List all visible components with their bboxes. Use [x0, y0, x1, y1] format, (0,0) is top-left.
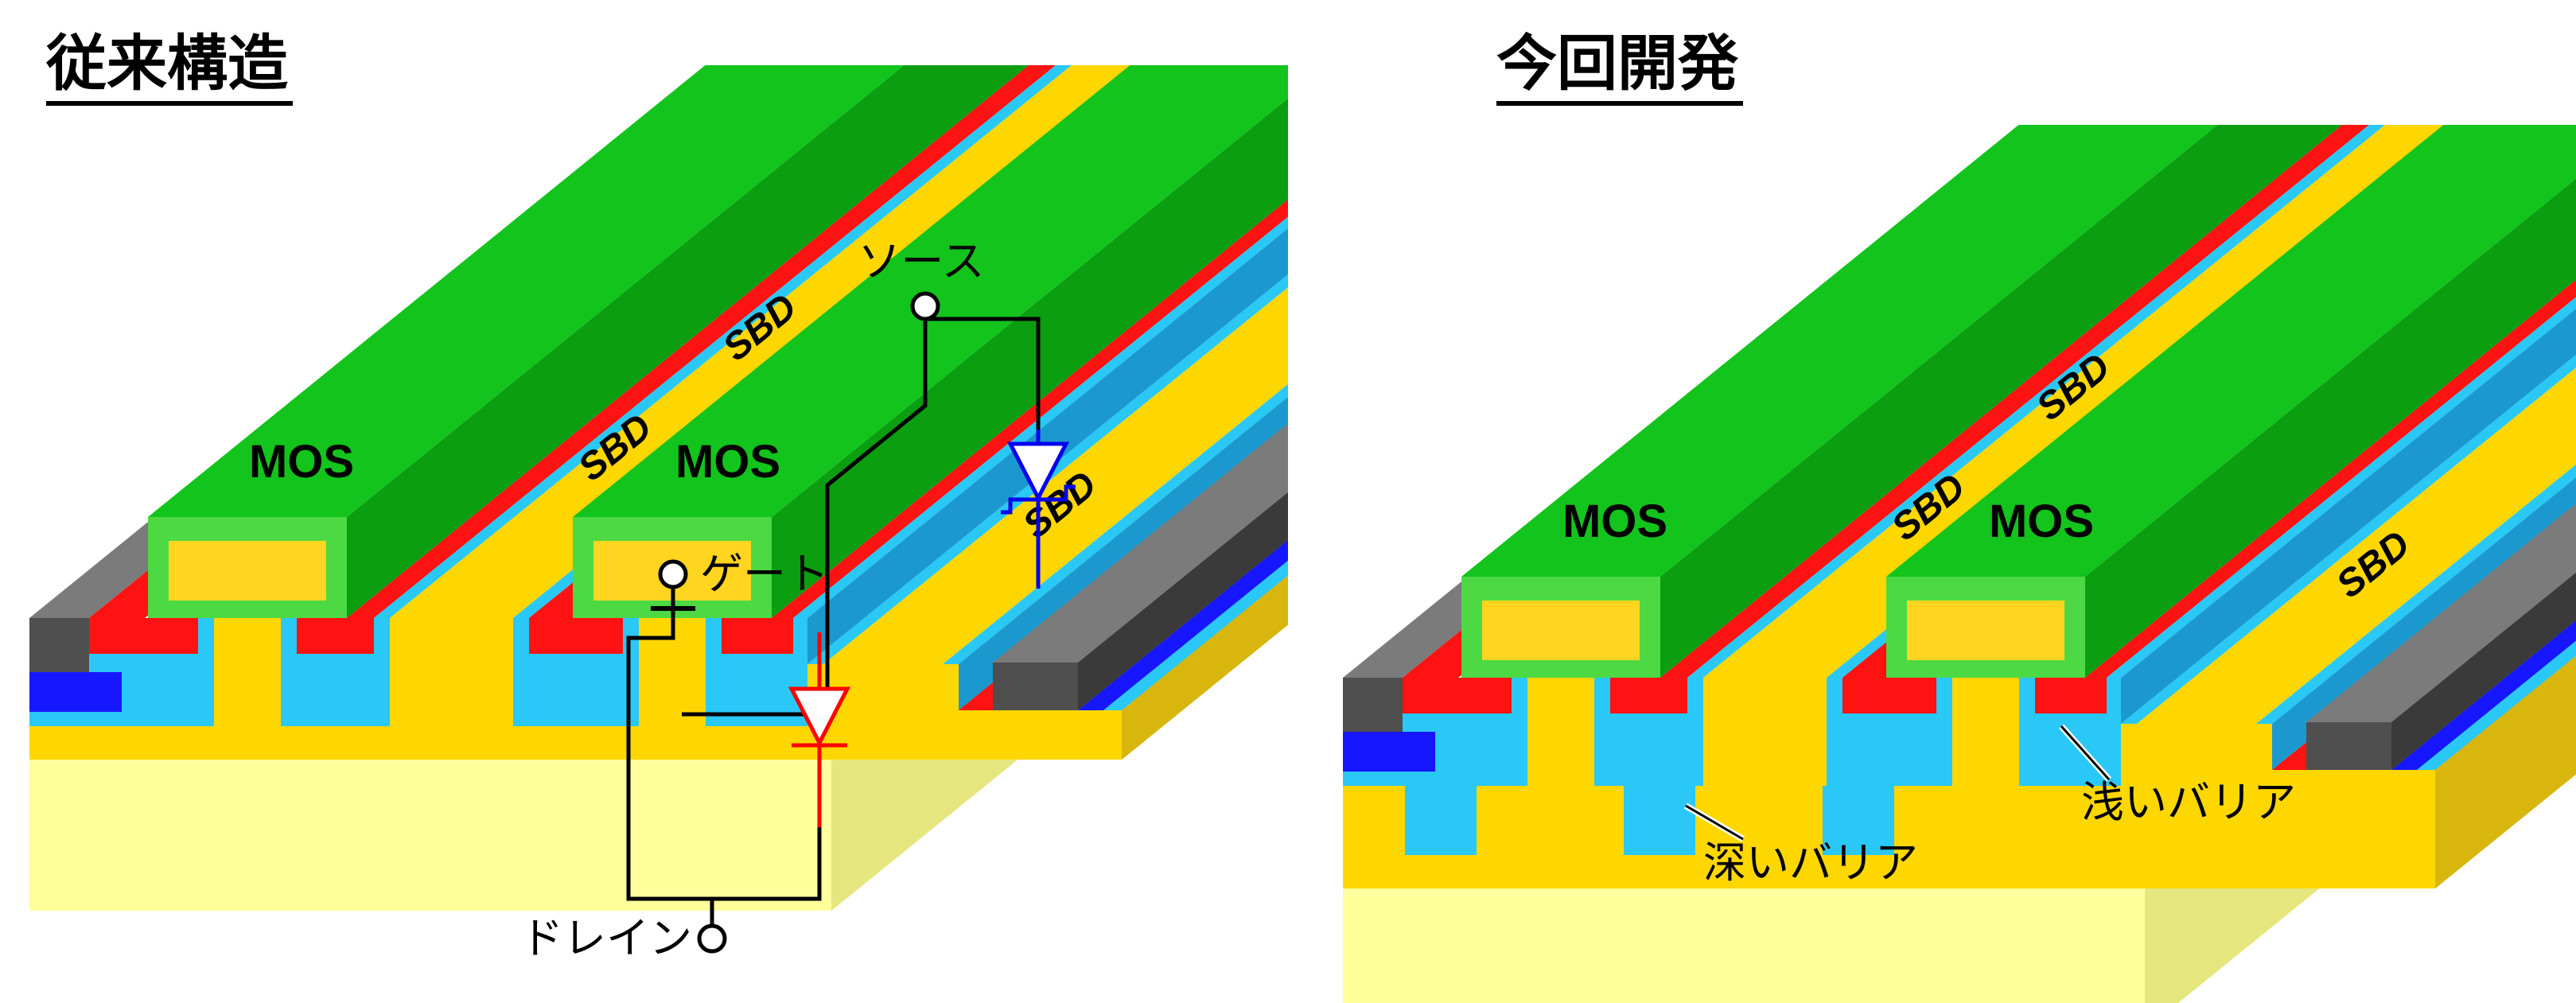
well-sliver-front	[1512, 678, 1527, 786]
mos-bar-top	[1886, 125, 2576, 577]
deep-barrier-front	[1823, 786, 1894, 855]
mos-bar-side	[1660, 125, 2342, 678]
well-sliver-front	[706, 618, 722, 726]
mos-label: MOS	[675, 436, 780, 488]
well-sliver-front	[1687, 678, 1703, 786]
gate-label: ゲート	[700, 550, 829, 598]
well-sliver-front	[1594, 678, 1610, 786]
mos-bar-top	[573, 65, 1288, 517]
mos-label: MOS	[1562, 496, 1667, 547]
well-sliver-front	[2107, 678, 2121, 786]
deep-barrier-front	[1624, 786, 1695, 855]
well-stripe	[2107, 297, 2576, 678]
gray-bar-front	[993, 663, 1078, 710]
gray-bar-side	[2391, 572, 2576, 770]
shield-front	[29, 672, 122, 712]
well-sliver-front	[623, 618, 639, 726]
shallow-barrier-label: 浅いバリア	[2081, 779, 2296, 826]
well-stripe	[374, 65, 1072, 618]
substrate-front	[29, 760, 831, 911]
drain-terminal	[697, 923, 727, 954]
source-label: ソース	[858, 238, 984, 286]
sbd-trench-front	[1703, 678, 1827, 798]
well-sliver-front	[513, 618, 529, 726]
schottky-diode-symbol	[1006, 441, 1070, 503]
gray-bar-top	[2306, 503, 2576, 722]
ledge-sbd-stripe	[823, 287, 1288, 664]
gate-drain-wire	[626, 611, 822, 901]
drift-front-under-ledge	[2121, 724, 2435, 888]
well-stripe	[793, 216, 1288, 618]
body-diode-symbol	[788, 686, 851, 748]
drain-label: ドレイン	[520, 915, 692, 962]
gate-pad	[169, 541, 326, 601]
mos-trench-front	[1952, 678, 2019, 791]
substrate-front	[1343, 888, 2145, 1003]
staircase-outer-face	[1122, 575, 1288, 760]
mos-trench-front	[214, 618, 281, 732]
well-sliver-front	[281, 618, 297, 726]
ledge-well-stripe	[943, 384, 1288, 664]
ledge-well-stripe	[2256, 464, 2576, 724]
mos-trench-front	[1527, 678, 1594, 791]
deep-barrier-pointer	[1685, 804, 1744, 841]
source-stripe	[347, 65, 1056, 618]
gray-bar-top	[993, 423, 1288, 663]
well-sliver-front	[2019, 678, 2035, 786]
mos-bar-side	[2085, 178, 2576, 678]
gate-runner-front	[1343, 678, 1403, 732]
well-stripe	[1687, 125, 2385, 678]
source-stripe	[1660, 125, 2369, 678]
staircase-riser	[2121, 309, 2576, 724]
deep-barrier-front	[1405, 786, 1477, 855]
mos-label: MOS	[249, 436, 354, 488]
well-sliver-front	[374, 618, 390, 726]
drift-front-under-ledge	[807, 664, 1122, 760]
left-panel-title: 従来構造	[45, 30, 288, 98]
gray-bar-front	[2306, 722, 2391, 770]
shallow-barrier-pointer	[2060, 725, 2111, 781]
ledge-well-stripe	[1103, 560, 1288, 710]
sbd-trench-front	[390, 618, 513, 738]
gate-pad	[1482, 601, 1640, 660]
gate-pad	[1907, 601, 2064, 660]
staircase-outer-face	[2435, 655, 2576, 888]
schottky-bar	[1001, 484, 1076, 515]
ledge-well-stripe	[2417, 640, 2576, 770]
well-sliver-front	[1936, 678, 1952, 786]
source-sbd-wire	[925, 317, 1041, 430]
shield-front	[1343, 732, 1435, 772]
ledge-sbd-stripe	[2137, 367, 2576, 724]
mos-bar-top	[1461, 125, 2218, 577]
mos-bar-top	[148, 65, 905, 517]
deep-barrier-label: 深いバリア	[1703, 839, 1918, 887]
mos-bar-side	[772, 98, 1288, 618]
mos-bar-side	[347, 65, 1029, 618]
mos-label: MOS	[1989, 496, 2094, 547]
gate-runner-front	[29, 618, 89, 672]
well-sliver-front	[1827, 678, 1843, 786]
gray-bar-side	[1078, 492, 1288, 710]
gate-terminal	[658, 559, 688, 589]
source-wire	[682, 319, 928, 717]
right-panel-title: 今回開発	[1496, 30, 1739, 98]
well-sliver-front	[198, 618, 214, 726]
source-terminal	[910, 291, 940, 321]
